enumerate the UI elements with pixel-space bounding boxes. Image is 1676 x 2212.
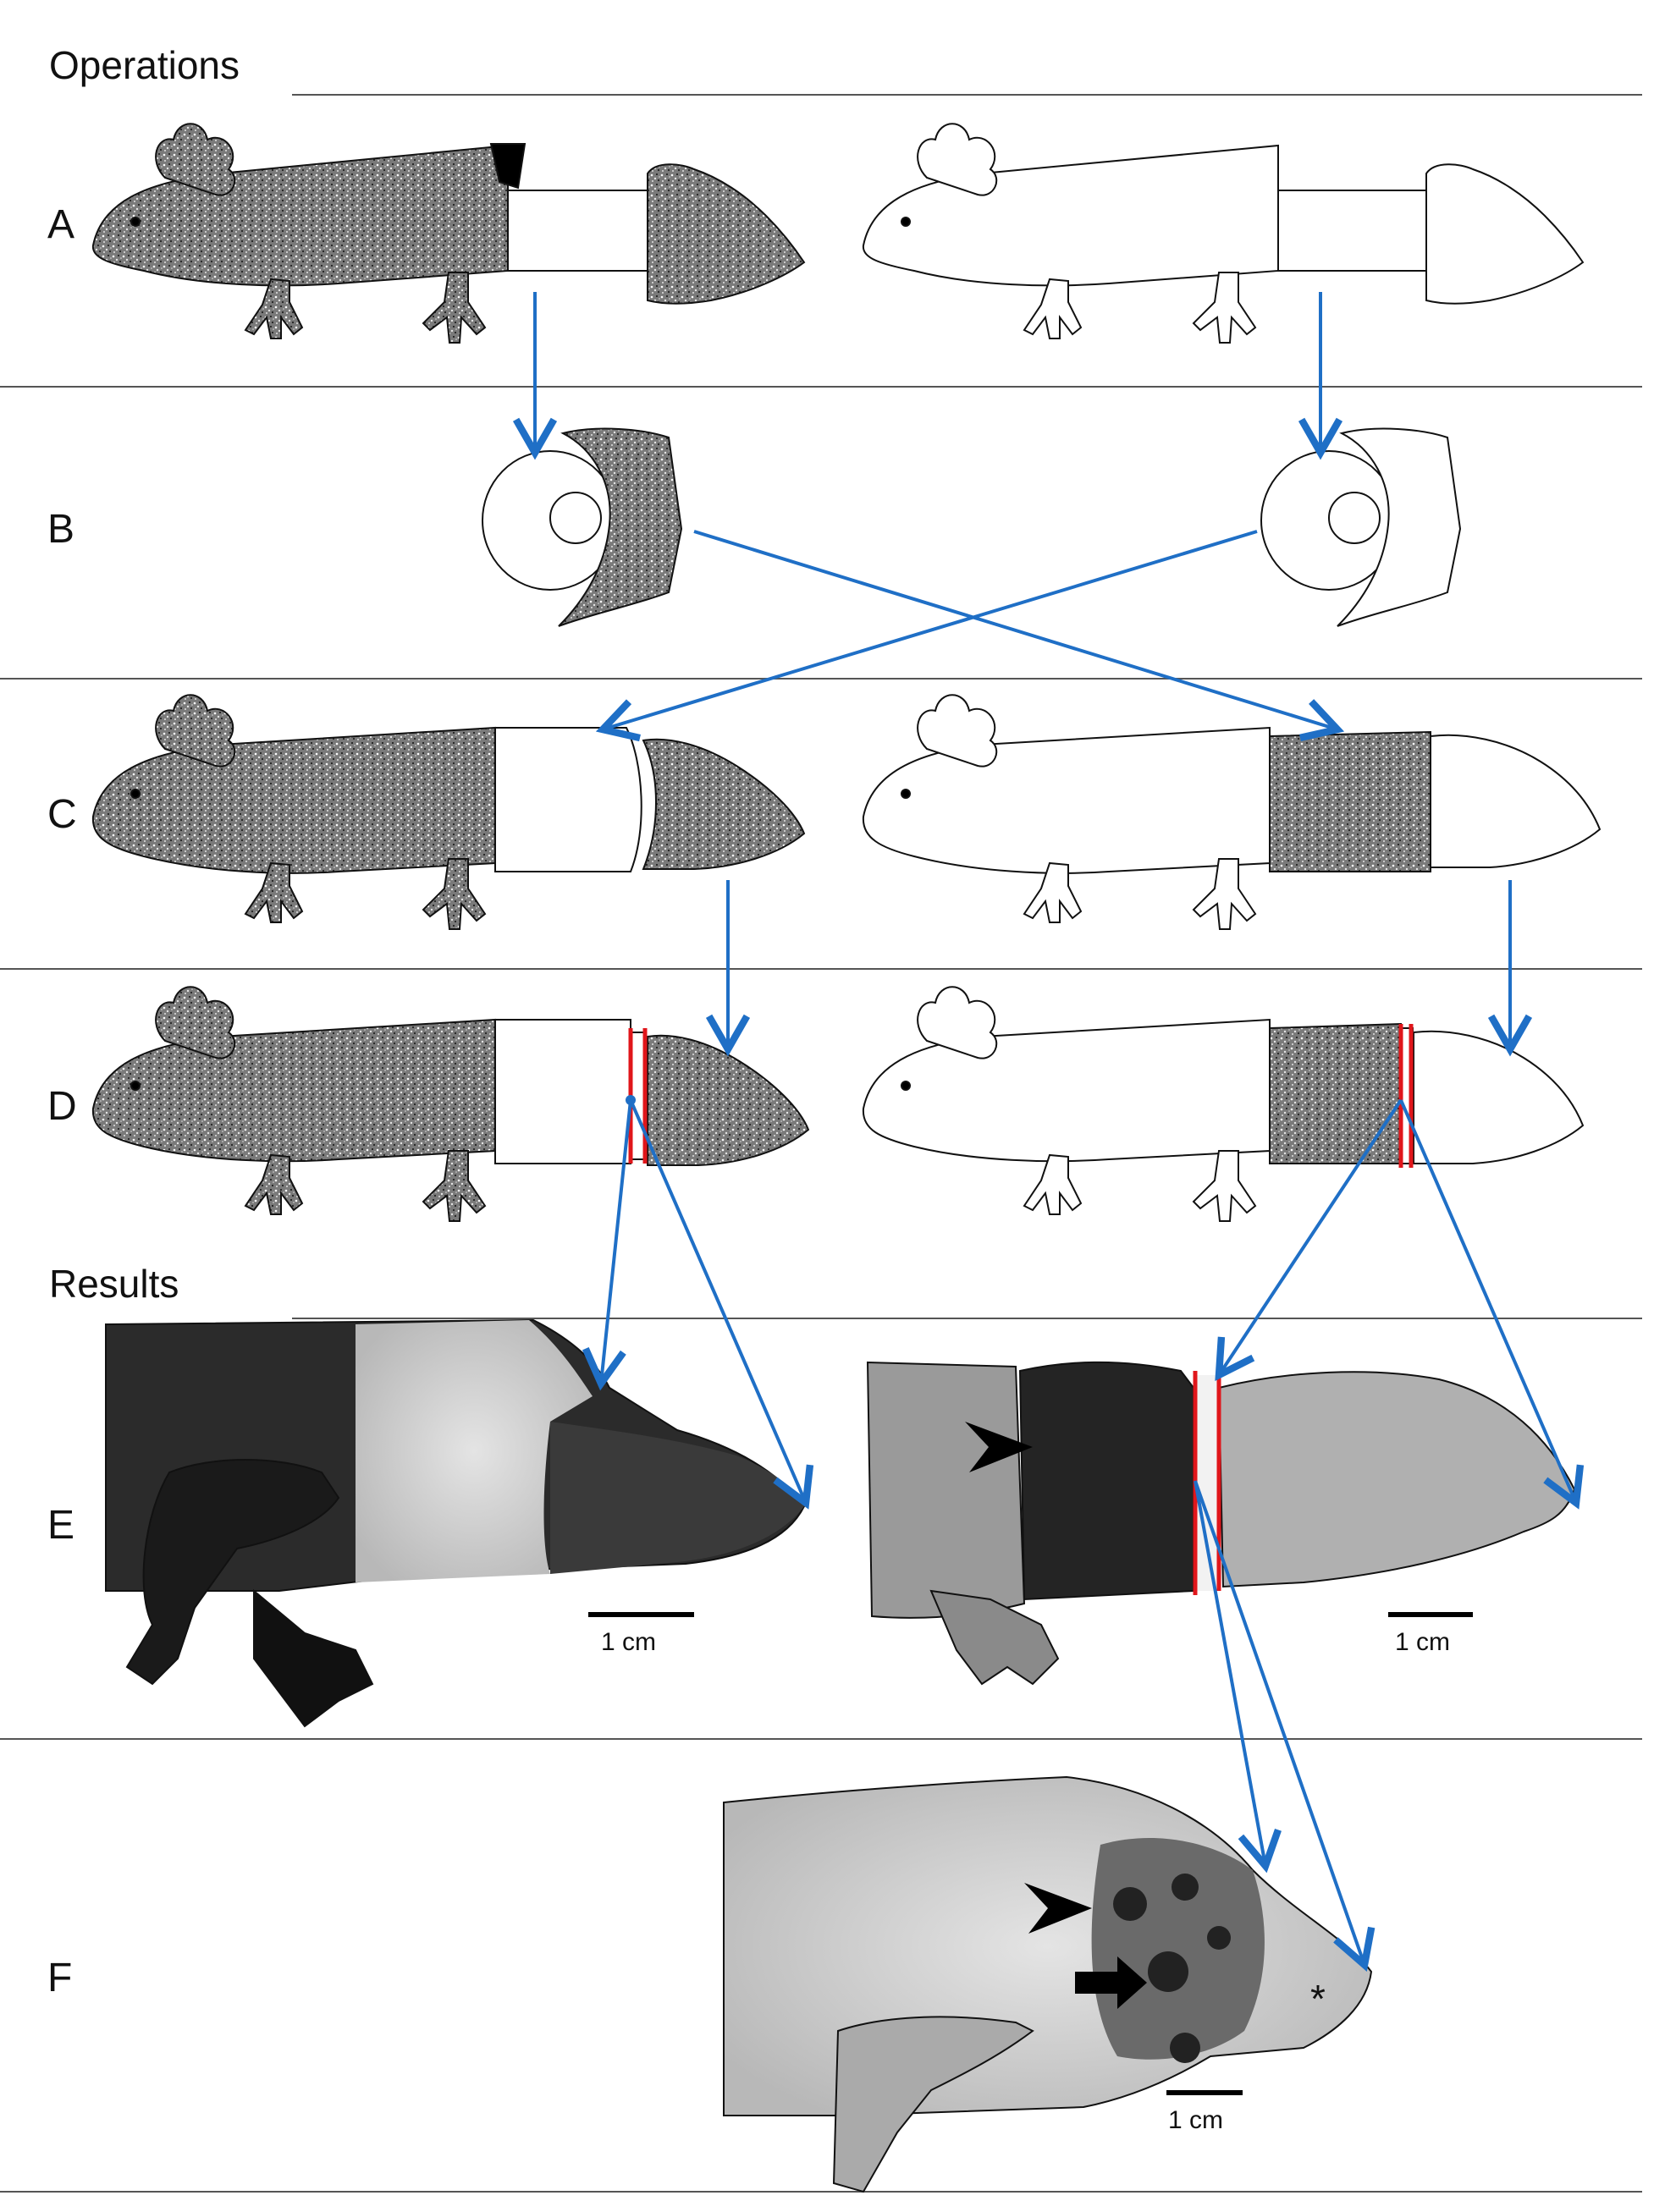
row-label-d: D <box>47 1084 77 1129</box>
arrow-e-to-f-tip <box>1194 1480 1376 1972</box>
white-graft-core <box>1328 492 1381 544</box>
arrow-b-white-to-c-dark <box>595 530 1258 742</box>
dark-tail-tip <box>647 163 806 305</box>
e-right-dark-graft <box>1018 1361 1194 1601</box>
row-label-b: B <box>47 507 75 552</box>
row-label-f: F <box>47 1956 73 2000</box>
f-leg <box>832 2016 1034 2193</box>
blue-arrows <box>512 292 1585 1972</box>
e-right-tail <box>1217 1371 1576 1588</box>
row-label-c: C <box>47 792 77 837</box>
row-c-dark-host <box>91 694 806 930</box>
operations-heading: Operations <box>49 43 240 87</box>
dark-leg-front <box>244 278 304 339</box>
e-right-gap <box>1195 1375 1219 1591</box>
dark-graft-sleeve <box>558 427 683 627</box>
row-c-white-host <box>862 694 1602 930</box>
white-leg-rear <box>1192 272 1257 344</box>
white-eye <box>901 217 911 227</box>
e-left-foot <box>253 1588 374 1728</box>
dark-eye <box>130 217 141 227</box>
scale-label-e-left: 1 cm <box>601 1628 656 1656</box>
arrow-d-left-to-e-junction <box>582 1099 632 1391</box>
scale-bar-e-right: 1 cm <box>1388 1612 1473 1656</box>
dark-leg-rear <box>422 272 487 344</box>
scale-label-e-right: 1 cm <box>1395 1628 1450 1656</box>
arrow-d-right-to-e-tip <box>1399 1099 1585 1510</box>
white-tube-segment-right <box>1277 190 1427 272</box>
dark-body <box>91 144 509 287</box>
results-heading: Results <box>49 1262 179 1306</box>
row-d-dark-host <box>91 986 810 1222</box>
white-leg-front <box>1023 278 1083 339</box>
row-b-dark-graft <box>482 427 683 627</box>
arrow-d-right-to-e-junction <box>1215 1098 1403 1382</box>
f-dark-regenerate <box>1091 1837 1265 2060</box>
row-a-dark-axolotl <box>91 123 806 344</box>
arrow-d-left-to-e-tip <box>629 1099 814 1510</box>
dark-graft-core <box>549 492 602 544</box>
arrow-b-dark-to-c-white <box>693 530 1345 741</box>
arrowhead-icon-f <box>1024 1883 1092 1934</box>
row-b-white-graft <box>1260 427 1462 627</box>
row-d-red-lines-right <box>1398 1024 1414 1168</box>
dark-graft-in-white <box>1269 730 1431 872</box>
dark-gills <box>155 123 236 196</box>
e-right-foot <box>929 1589 1060 1686</box>
arrow-icon <box>1075 1956 1147 2009</box>
asterisk-mark: * <box>1310 1977 1326 2021</box>
white-tube-segment <box>507 190 648 272</box>
arrow-origin-dot-left <box>626 1095 636 1105</box>
scale-bar-e-left: 1 cm <box>588 1612 694 1656</box>
dark-tail-c <box>642 738 806 870</box>
photo-f <box>723 1775 1373 2193</box>
scale-bar-f: 1 cm <box>1166 2090 1243 2134</box>
row-label-a: A <box>47 202 75 247</box>
e-left-leg <box>125 1459 340 1686</box>
row-label-e: E <box>47 1503 75 1548</box>
white-graft-sleeve <box>1337 427 1462 627</box>
photo-e-right <box>866 1361 1576 1686</box>
row-a-white-axolotl <box>862 123 1585 344</box>
photo-e-left <box>105 1318 806 1728</box>
row-dividers <box>0 94 1642 2193</box>
white-gills <box>917 123 998 196</box>
arrowhead-icon <box>965 1422 1033 1472</box>
white-graft-in-dark <box>494 727 642 872</box>
row-d-white-host <box>862 986 1585 1222</box>
dark-collar <box>489 143 527 190</box>
arrow-e-to-f-junction <box>1194 1480 1282 1874</box>
white-tail-tip <box>1425 163 1585 305</box>
scale-label-f: 1 cm <box>1168 2106 1223 2134</box>
